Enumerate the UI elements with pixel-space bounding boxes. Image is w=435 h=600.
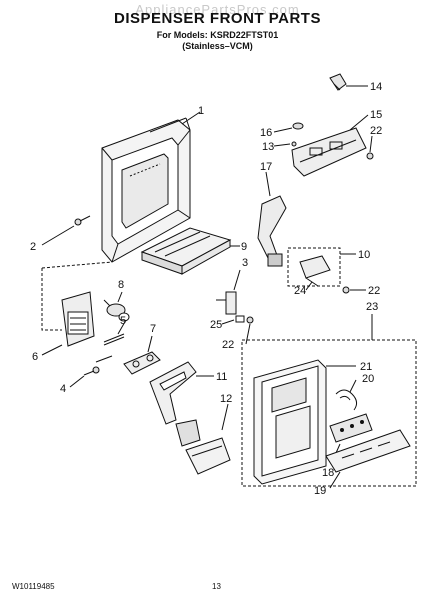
model-line: For Models: KSRD22FTST01 [156,30,279,40]
page-title: DISPENSER FRONT PARTS [114,10,321,27]
part-knob-8 [103,299,130,322]
callout-16: 16 [260,127,272,139]
part-actuator-17 [257,195,287,267]
callout-14: 14 [370,81,382,93]
part-fastener-13 [291,141,297,147]
part-harness-20 [335,389,358,411]
callout-12: 12 [220,393,232,405]
callout-11: 11 [216,371,227,383]
callout-15: 15 [370,109,382,121]
document-number: W10119485 [12,582,55,591]
part-overlay-19 [325,429,411,473]
callout-22-mid: 22 [368,285,380,297]
part-screw-4 [83,355,113,376]
callout-19: 19 [314,485,326,497]
callout-25: 25 [210,319,222,331]
watermark: AppliancePartsPros.com [135,2,300,17]
part-switch-3 [216,291,237,315]
callout-7: 7 [150,323,156,335]
part-bracket-15 [291,127,367,177]
callout-3: 3 [242,257,248,269]
part-screw-22a [366,152,374,160]
part-screw-22b [342,286,350,294]
callout-8: 8 [118,279,124,291]
part-fastener-16 [292,122,304,130]
finish-line: (Stainless–VCM) [182,41,253,51]
callout-20: 20 [362,373,374,385]
callout-10: 10 [358,249,370,261]
part-clip-25 [235,315,245,323]
callout-22-top: 22 [370,125,382,137]
callout-2: 2 [30,241,36,253]
part-pin-5 [103,333,125,346]
callout-1: 1 [198,105,204,117]
part-drip-tray [140,227,232,275]
part-actuator-6 [61,291,95,347]
callout-6: 6 [32,351,38,363]
part-clip-14 [329,73,347,91]
callout-23: 23 [366,301,378,313]
callout-24: 24 [294,285,306,297]
part-lever-7 [123,351,161,375]
page-number: 13 [212,582,221,591]
part-front-panel-21 [253,359,327,485]
callout-18: 18 [322,467,334,479]
callout-labels: 1 2 3 4 5 6 7 8 9 10 11 12 13 14 15 16 1… [30,81,382,497]
callout-9: 9 [241,241,247,253]
callout-21: 21 [360,361,372,373]
part-screw-22c [246,316,254,324]
part-funnel-12 [175,419,231,475]
callout-13: 13 [262,141,274,153]
part-housing-frame [101,117,191,263]
callout-5: 5 [120,315,126,327]
part-solenoid-10 [287,247,341,287]
part-control-board-18 [329,413,373,443]
callout-4: 4 [60,383,66,395]
callout-17: 17 [260,161,272,173]
part-screw-2 [74,215,91,226]
callout-22-low: 22 [222,339,234,351]
part-paddle-arm-11 [149,361,197,425]
assembly-box-23 [241,339,417,487]
